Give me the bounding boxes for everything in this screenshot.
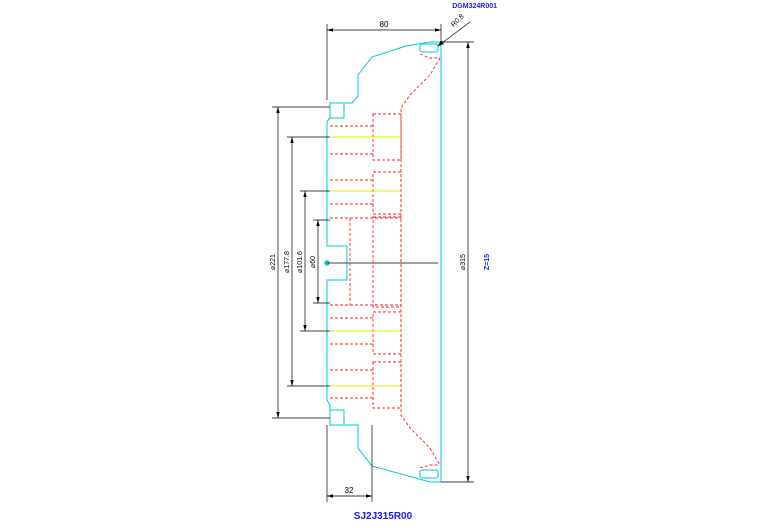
hidden-bolt-hole-4 — [372, 311, 402, 355]
centerlines — [330, 136, 401, 387]
inner-step-bottom — [330, 409, 345, 425]
teeth-note: Z=15 — [484, 254, 491, 270]
hidden-slot-top — [419, 53, 440, 59]
tooth-slot-bottom — [419, 469, 439, 479]
hidden-inner-profile — [400, 57, 441, 466]
dim-width-top: 80 — [380, 20, 389, 29]
chamfer-note: R0.8 — [450, 13, 465, 28]
dim-diameter-177: ⌀177.8 — [284, 251, 291, 273]
hidden-bolt-hole-2 — [372, 171, 402, 215]
dimension-lines — [272, 21, 474, 502]
hidden-slot-bottom — [419, 464, 440, 469]
dim-diameter-221: ⌀221 — [270, 254, 277, 270]
dim-outer-diameter: ⌀315 — [460, 254, 467, 270]
reference-code: DGM324R001 — [452, 3, 497, 10]
hidden-hole-lines — [330, 125, 401, 399]
dimension-arrows — [276, 28, 470, 498]
outer-profile — [326, 41, 442, 483]
dim-width-bottom: 32 — [345, 486, 354, 495]
part-number: SJ2J315R00 — [354, 511, 413, 522]
hidden-bolt-hole-5 — [372, 361, 402, 409]
inner-step — [330, 103, 345, 119]
part-outline — [324, 41, 442, 483]
tooth-slot-top — [419, 43, 439, 53]
hidden-lines — [330, 53, 441, 469]
dim-diameter-101: ⌀101.6 — [297, 251, 304, 273]
dim-diameter-60: ⌀60 — [310, 256, 317, 268]
hidden-bolt-hole-3 — [372, 216, 402, 308]
